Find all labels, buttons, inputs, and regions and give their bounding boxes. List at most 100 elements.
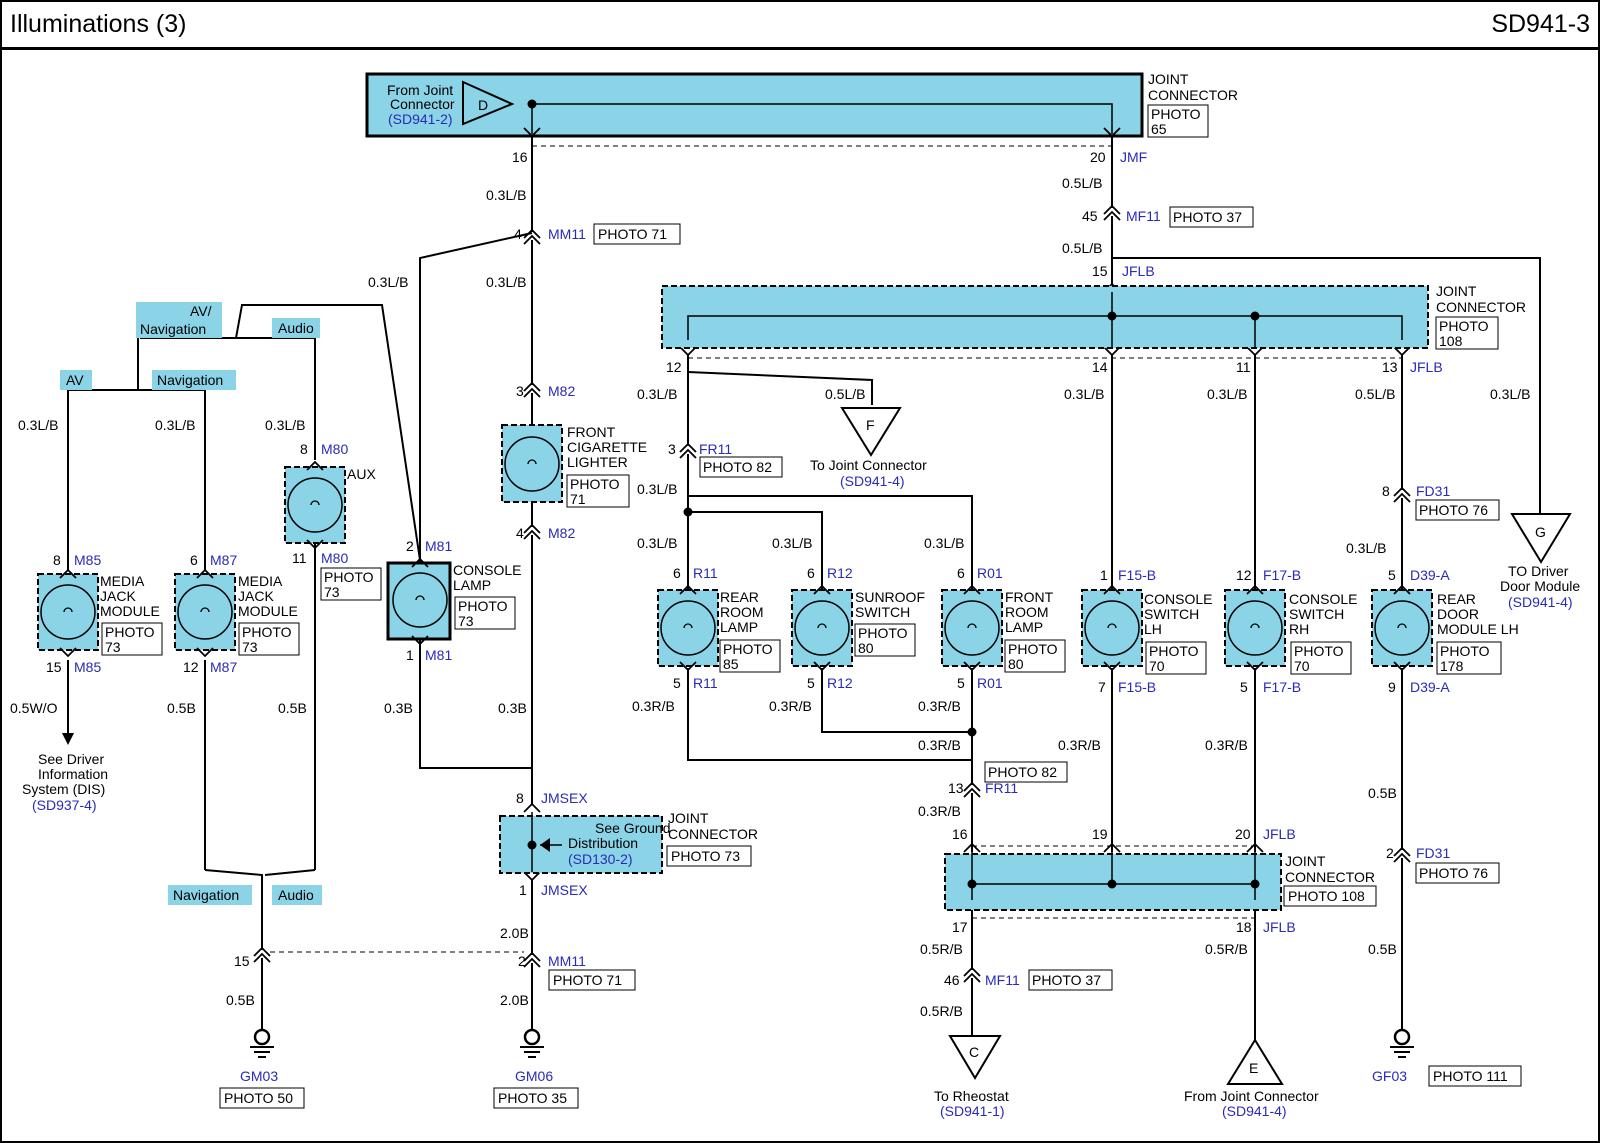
connector-name: M82 bbox=[548, 383, 575, 399]
joint-label: JOINT bbox=[1285, 853, 1326, 869]
connector-name: M87 bbox=[210, 552, 237, 568]
ground-note: Distribution bbox=[568, 835, 638, 851]
component-label: FRONT bbox=[567, 424, 616, 440]
offpage-ref: (SD941-4) bbox=[1222, 1103, 1287, 1119]
pin-number: 16 bbox=[512, 149, 528, 165]
pin-number: 13 bbox=[1382, 359, 1398, 375]
connector-name: R11 bbox=[693, 675, 718, 691]
pin-number: 8 bbox=[300, 441, 308, 457]
offpage-f: F To Joint Connector (SD941-4) bbox=[810, 407, 927, 489]
wire-label: 0.3L/B bbox=[18, 417, 58, 433]
component-label: MODULE bbox=[238, 603, 298, 619]
component-label: DOOR bbox=[1437, 606, 1479, 622]
wire-label: 0.3R/B bbox=[1205, 737, 1248, 753]
connector-name: D39-A bbox=[1410, 567, 1450, 583]
connector-name: M85 bbox=[74, 552, 101, 568]
pin-number: 2 bbox=[406, 538, 414, 554]
photo-label: 178 bbox=[1440, 658, 1464, 674]
offpage-ref: (SD941-4) bbox=[1508, 594, 1573, 610]
photo-label: PHOTO 37 bbox=[1173, 209, 1242, 225]
photo-label: PHOTO bbox=[242, 624, 292, 640]
component-aux-m80: 8 M80 AUX 11 M80 PHOTO 73 bbox=[284, 441, 382, 601]
photo-label: PHOTO bbox=[1439, 318, 1489, 334]
component-label: RH bbox=[1289, 621, 1309, 637]
wire-label: 0.3L/B bbox=[486, 187, 526, 203]
offpage-label: From Joint Connector bbox=[1184, 1088, 1319, 1104]
photo-label: PHOTO 50 bbox=[224, 1090, 293, 1106]
photo-label: PHOTO bbox=[324, 569, 374, 585]
component-label: REAR bbox=[720, 589, 759, 605]
wire-label: 0.3L/B bbox=[1490, 386, 1530, 402]
connector-name: F15-B bbox=[1118, 679, 1156, 695]
joint-label: CONNECTOR bbox=[668, 826, 758, 842]
wire-label: 0.5B bbox=[167, 700, 196, 716]
component-label: FRONT bbox=[1005, 589, 1054, 605]
joint-label: JOINT bbox=[668, 810, 709, 826]
component-label: MEDIA bbox=[100, 573, 145, 589]
photo-label: 73 bbox=[324, 584, 340, 600]
component-label: LIGHTER bbox=[567, 454, 628, 470]
connector-name: M81 bbox=[425, 538, 452, 554]
tag-av-nav: Navigation bbox=[140, 321, 206, 337]
offpage-label: Information bbox=[38, 766, 108, 782]
connector-name: FD31 bbox=[1416, 845, 1450, 861]
pin-number: 1 bbox=[406, 647, 414, 663]
ground-name: GF03 bbox=[1372, 1068, 1407, 1084]
photo-label: 73 bbox=[242, 639, 258, 655]
component-label: LAMP bbox=[720, 619, 758, 635]
connector-name: MF11 bbox=[985, 972, 1020, 988]
photo-label: PHOTO bbox=[1008, 641, 1058, 657]
ground-gm06: GM06 PHOTO 35 bbox=[493, 1028, 579, 1109]
component-label: LAMP bbox=[1005, 619, 1043, 635]
ground-name: GM03 bbox=[240, 1068, 278, 1084]
route-tags: AV/ Navigation Audio AV Navigation Navig… bbox=[60, 302, 322, 905]
wire-label: 0.3L/B bbox=[486, 274, 526, 290]
wire-label: 0.3L/B bbox=[1207, 386, 1247, 402]
photo-label: PHOTO 82 bbox=[703, 459, 772, 475]
joint-connector-jflb-top: JOINT CONNECTOR PHOTO 108 12 14 11 13 JF… bbox=[661, 283, 1526, 375]
component-label: CONSOLE bbox=[1144, 591, 1212, 607]
from-joint-ref: (SD941-2) bbox=[388, 111, 453, 127]
connector-name: M81 bbox=[425, 647, 452, 663]
photo-label: PHOTO 71 bbox=[553, 972, 622, 988]
component-front-cigarette-lighter: FRONT CIGARETTE LIGHTER PHOTO 71 bbox=[501, 424, 647, 508]
wire-label: 0.3L/B bbox=[1064, 386, 1104, 402]
connector-name: M82 bbox=[548, 525, 575, 541]
connector-name: R01 bbox=[977, 675, 1003, 691]
page-code: SD941-3 bbox=[1491, 10, 1590, 38]
component-front-room-lamp-r01: 6 R01 5 R01 FRONT ROOM LAMP PHOTO 80 bbox=[941, 565, 1066, 691]
component-console-switch-lh-f15b: 1 F15-B 7 F15-B CONSOLE SWITCH LH PHOTO … bbox=[1081, 567, 1212, 695]
photo-label: PHOTO bbox=[1440, 643, 1490, 659]
connector-name: M80 bbox=[321, 550, 348, 566]
component-console-switch-rh-f17b: 12 F17-B 5 F17-B CONSOLE SWITCH RH PHOTO… bbox=[1224, 567, 1357, 695]
photo-label: 71 bbox=[570, 491, 586, 507]
wire-label: 0.3R/B bbox=[769, 698, 812, 714]
wire-label: 0.3L/B bbox=[772, 535, 812, 551]
pin-number: 15 bbox=[46, 659, 62, 675]
wire-label: 0.3B bbox=[498, 700, 527, 716]
photo-label: PHOTO bbox=[105, 624, 155, 640]
pin-number: 2 bbox=[1386, 845, 1394, 861]
component-sunroof-switch-r12: 6 R12 5 R12 SUNROOF SWITCH PHOTO 80 bbox=[791, 565, 925, 691]
connector-name: JMSEX bbox=[541, 882, 588, 898]
wire-label: 2.0B bbox=[500, 992, 529, 1008]
wire-label: 0.3R/B bbox=[918, 737, 961, 753]
pin-number: 8 bbox=[516, 790, 524, 806]
wire-label: 0.5L/B bbox=[1355, 386, 1395, 402]
pin-number: 15 bbox=[1092, 263, 1108, 279]
pin-number: 45 bbox=[1082, 208, 1098, 224]
pin-number: 5 bbox=[673, 675, 681, 691]
component-media-jack-module-m87: 6 M87 12 M87 MEDIA JACK MODULE PHOTO 73 bbox=[174, 552, 300, 675]
wire-label: 0.5B bbox=[226, 992, 255, 1008]
pin-number: 6 bbox=[807, 565, 815, 581]
pin-number: 5 bbox=[1240, 679, 1248, 695]
wire-label: 0.3L/B bbox=[924, 535, 964, 551]
photo-label: 70 bbox=[1294, 658, 1310, 674]
offpage-letter: F bbox=[866, 417, 875, 433]
component-label: MODULE LH bbox=[1437, 621, 1519, 637]
component-label: CIGARETTE bbox=[567, 439, 647, 455]
pin-number: 8 bbox=[53, 552, 61, 568]
wire-label: 0.3B bbox=[384, 700, 413, 716]
offpage-label: Door Module bbox=[1500, 578, 1580, 594]
arrow-letter-d: D bbox=[478, 97, 488, 113]
